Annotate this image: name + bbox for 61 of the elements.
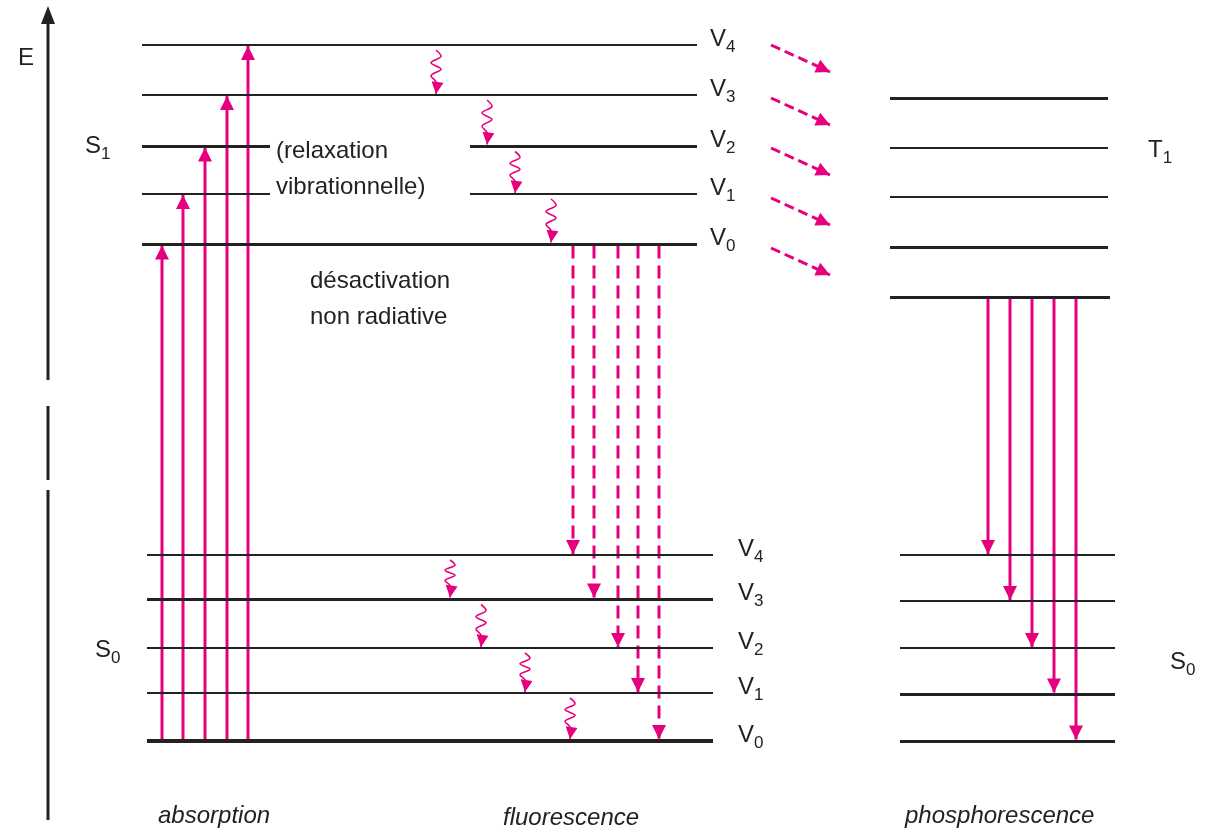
wavy-arrow — [475, 603, 489, 648]
dashed-arrow — [566, 245, 580, 554]
dashed-arrow — [652, 245, 666, 739]
state-label: S$_{0}$ — [1170, 646, 1196, 681]
level-label: V$_{0}$ — [710, 222, 736, 257]
energy-level-line — [900, 692, 1115, 696]
energy-level-line — [147, 554, 713, 556]
state-label: T$_{1}$ — [1148, 134, 1173, 169]
annotation: (relaxation vibrationnelle) — [276, 135, 427, 201]
arrow — [1047, 298, 1061, 693]
arrow — [176, 195, 190, 739]
energy-level-line — [900, 600, 1115, 602]
state-label: S$_{0}$ — [95, 634, 121, 669]
energy-level-line — [890, 96, 1108, 100]
energy-level-line — [147, 692, 713, 694]
energy-level-line — [900, 554, 1115, 556]
energy-level-line — [147, 597, 713, 601]
energy-level-line — [142, 44, 697, 46]
wavy-arrow — [519, 652, 533, 693]
dashed-arrow — [611, 245, 625, 647]
process-label: phosphorescence — [905, 800, 1095, 830]
arrow — [1025, 298, 1039, 647]
wavy-arrow — [509, 150, 523, 194]
energy-level-line — [890, 245, 1108, 249]
level-label: V$_{1}$ — [710, 172, 736, 207]
arrow — [1069, 298, 1083, 740]
dashed-arrow — [587, 245, 601, 598]
level-label: V$_{3}$ — [738, 577, 764, 612]
arrow — [1003, 298, 1017, 600]
energy-level-line — [142, 193, 697, 195]
process-label: absorption — [158, 800, 271, 830]
arrow — [220, 96, 234, 739]
arrow — [241, 46, 255, 739]
level-label: V$_{3}$ — [710, 73, 736, 108]
energy-level-line — [147, 647, 713, 649]
axis-label: E — [18, 42, 34, 72]
arrow — [198, 147, 212, 739]
wavy-arrow — [564, 697, 578, 740]
energy-level-line — [142, 242, 697, 246]
level-label: V$_{1}$ — [738, 671, 764, 706]
level-label: V$_{4}$ — [710, 23, 736, 58]
wavy-arrow — [430, 49, 444, 95]
energy-level-line — [890, 295, 1110, 299]
wavy-arrow — [545, 198, 559, 244]
energy-level-line — [890, 196, 1108, 198]
energy-level-line — [900, 647, 1115, 649]
wavy-arrow — [481, 99, 495, 146]
process-label: fluorescence — [503, 802, 640, 832]
energy-level-line — [900, 739, 1115, 743]
annotation: désactivation non radiative — [310, 265, 452, 331]
state-label: S$_{1}$ — [85, 130, 111, 165]
arrow — [981, 298, 995, 554]
energy-level-line — [890, 147, 1108, 149]
arrow — [155, 245, 169, 739]
level-label: V$_{2}$ — [710, 124, 736, 159]
energy-level-line — [142, 94, 697, 96]
wavy-arrow — [444, 559, 458, 599]
level-label: V$_{4}$ — [738, 533, 764, 568]
dashed-arrow — [631, 245, 645, 692]
level-label: V$_{0}$ — [738, 719, 764, 754]
level-label: V$_{2}$ — [738, 626, 764, 661]
